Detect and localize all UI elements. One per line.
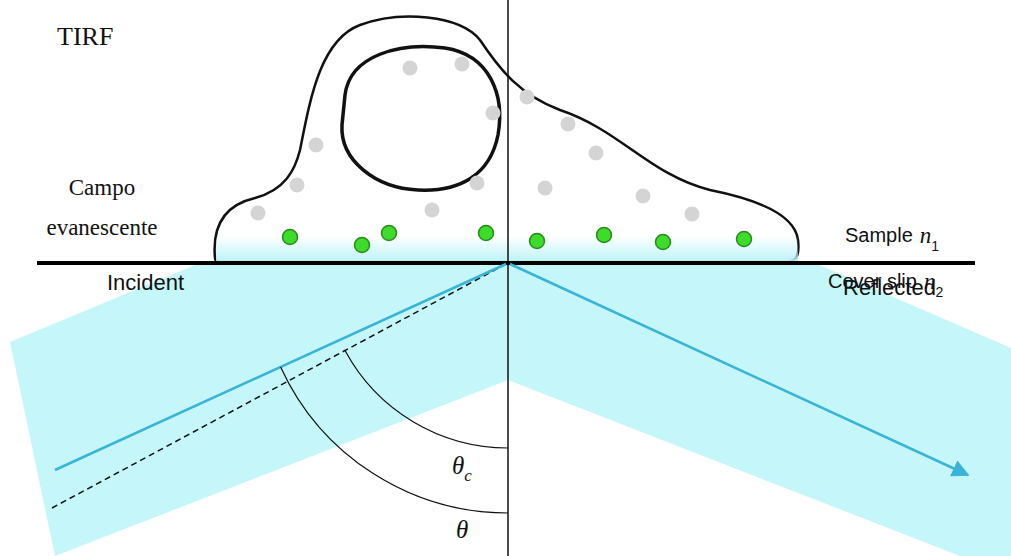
figure-title: TIRF xyxy=(57,22,113,52)
index-subscript: 1 xyxy=(931,238,939,254)
critical-angle-arc xyxy=(345,351,508,448)
reflected-ray xyxy=(510,264,968,475)
evanescent-field xyxy=(216,236,798,262)
nucleus xyxy=(342,47,500,191)
beam-label: Incident xyxy=(107,270,184,295)
excited-fluorophores xyxy=(283,226,752,253)
beam-label: Reflected xyxy=(843,275,936,300)
unexcited-fluorophores xyxy=(251,57,700,222)
critical-ray xyxy=(52,264,506,508)
angle-arc xyxy=(281,367,508,513)
angle-subscript: c xyxy=(464,466,472,486)
cell-outline xyxy=(215,17,799,262)
light-beam xyxy=(10,263,1011,556)
normal-line xyxy=(507,0,509,556)
index-subscript: 2 xyxy=(935,284,943,300)
index-symbol: n xyxy=(920,223,932,249)
field-label: Campo evanescente xyxy=(20,168,184,248)
angle-symbol: θ xyxy=(452,452,464,481)
angle-symbol: θ xyxy=(456,516,468,545)
medium-label: Sample xyxy=(845,224,913,247)
